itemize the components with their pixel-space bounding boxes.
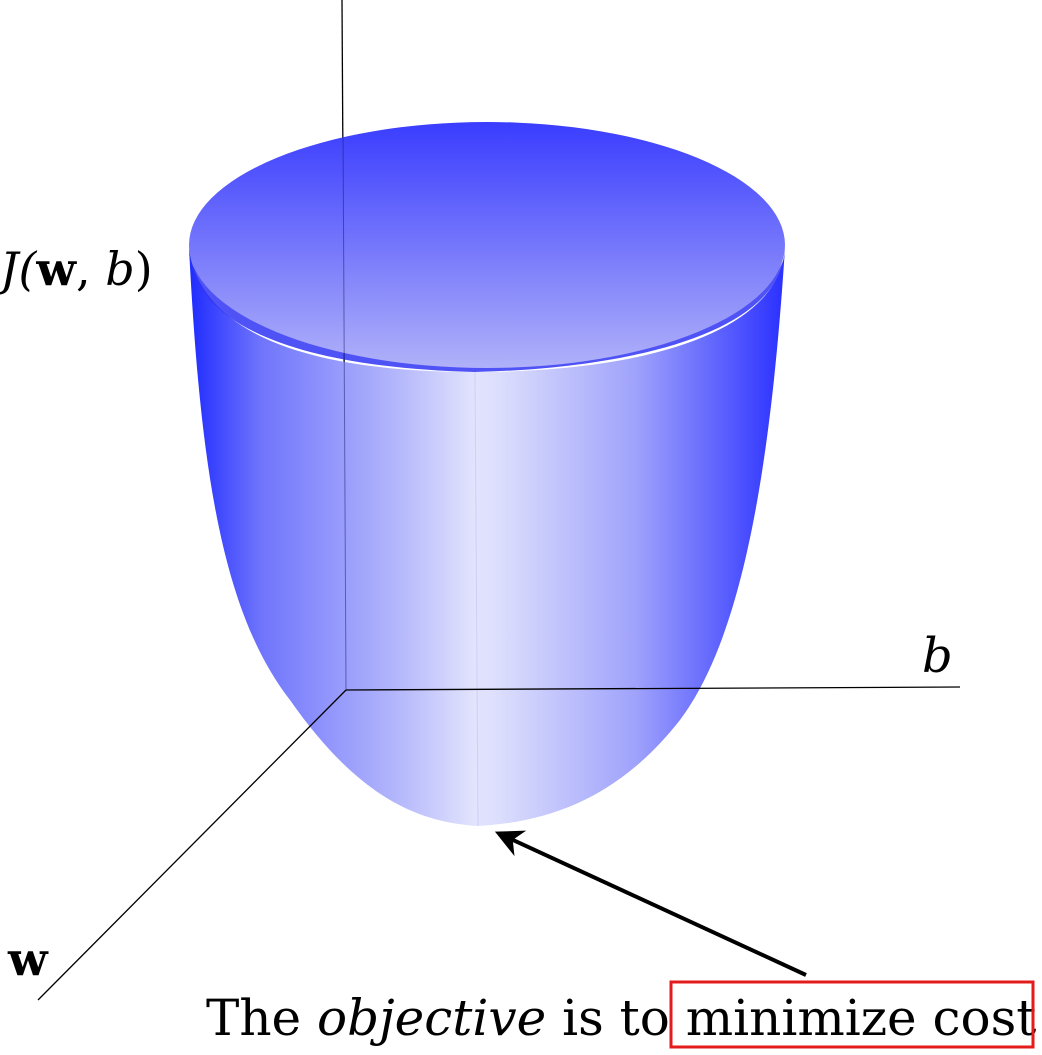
paraboloid-surface [189, 248, 785, 826]
caption: The objective is to minimize cost! [206, 989, 1042, 1047]
w-axis-label: w [7, 932, 49, 986]
vertical-axis-label: J(w, b) [0, 242, 153, 296]
minimum-pointer-arrow [494, 830, 807, 977]
b-axis-label: b [922, 628, 953, 684]
surface-top-ellipse [189, 122, 785, 368]
w-axis [37, 689, 347, 1001]
highlight-box [669, 980, 1035, 1049]
b-axis [345, 686, 961, 691]
surface-center-seam [474, 371, 479, 827]
vertical-axis-through-surface [342, 129, 347, 691]
